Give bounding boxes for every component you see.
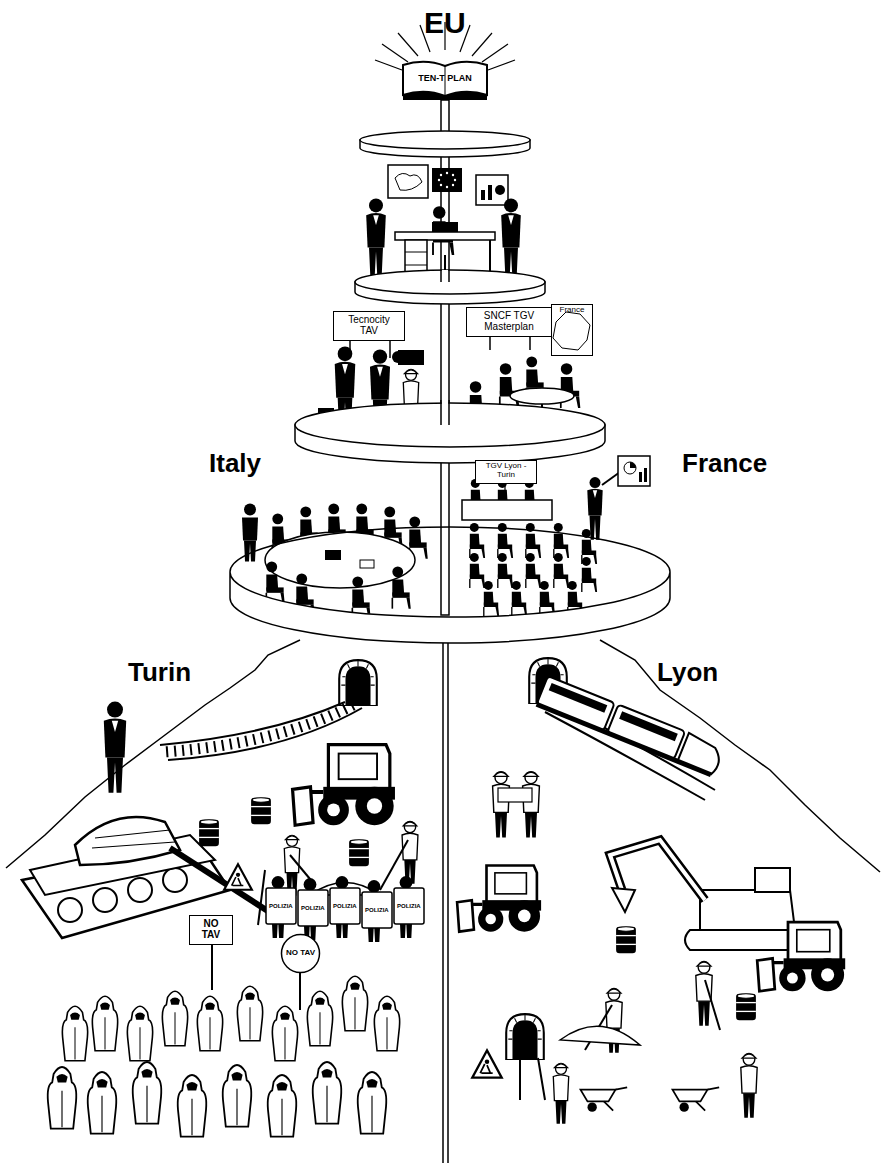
sign-box: NO TAV xyxy=(189,915,233,945)
shield-text: POLIZIA xyxy=(365,907,389,914)
shield-text: POLIZIA xyxy=(333,903,357,910)
sign-outline-circle xyxy=(282,935,320,973)
shield-text: POLIZIA xyxy=(397,903,421,910)
region-label: Lyon xyxy=(657,658,718,687)
sign-box: TGV Lyon - Turin xyxy=(475,460,537,484)
region-label: EU xyxy=(424,6,466,39)
sign-text: France xyxy=(554,306,590,315)
shield-text: POLIZIA xyxy=(269,903,293,910)
sign-text: NO TAV xyxy=(194,918,228,940)
sign-box: Tecnocity TAV xyxy=(333,311,405,341)
sign-text: NO TAV xyxy=(286,949,315,958)
sign-text: Tecnocity TAV xyxy=(338,314,400,336)
sign-text: TEN-T PLAN xyxy=(417,74,473,84)
region-label: Turin xyxy=(128,658,191,687)
sign-box: France xyxy=(551,304,593,356)
region-label: Italy xyxy=(209,449,261,478)
sign-box: TEN-T PLAN xyxy=(415,73,475,87)
sign-box: SNCF TGV Masterplan xyxy=(466,307,552,337)
sign-circle: NO TAV xyxy=(280,933,321,974)
shield-text: POLIZIA xyxy=(301,905,325,912)
sign-text: SNCF TGV Masterplan xyxy=(471,310,547,332)
region-label: France xyxy=(682,449,767,478)
sign-text: TGV Lyon - Turin xyxy=(479,462,533,480)
